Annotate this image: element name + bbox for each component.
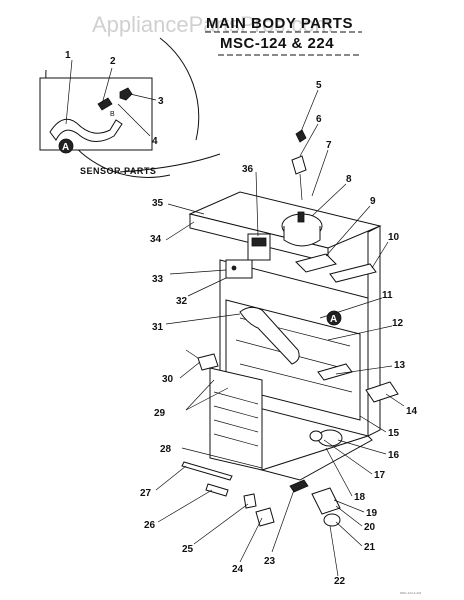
callout-24: 24 <box>232 564 244 575</box>
latch-plate <box>255 507 275 527</box>
sensor-parts-label: SENSOR PARTS <box>80 166 156 176</box>
callout-10: 10 <box>388 232 400 243</box>
callout-22: 22 <box>334 576 346 587</box>
callout-25: 25 <box>182 544 194 555</box>
sensor-badge-letter: A <box>62 142 69 153</box>
callout-18: 18 <box>354 492 366 503</box>
callout-31: 31 <box>152 322 164 333</box>
callout-4: 4 <box>152 136 158 147</box>
title-line-2: MSC-124 & 224 <box>220 35 334 52</box>
latch-bar <box>181 461 233 481</box>
callout-17: 17 <box>374 470 386 481</box>
capacitor <box>311 487 341 515</box>
callout-13: 13 <box>394 360 406 371</box>
callouts: 1 2 3 4 5 6 7 8 9 10 11 12 13 14 15 16 1… <box>65 50 418 587</box>
callout-20: 20 <box>364 522 376 533</box>
fan-motor-body <box>283 226 321 247</box>
callout-35: 35 <box>152 198 164 209</box>
relay-bracket <box>295 253 337 273</box>
callout-16: 16 <box>388 450 400 461</box>
leader-lines <box>65 59 405 577</box>
sensor-harness <box>49 118 123 142</box>
callout-6: 6 <box>316 114 322 125</box>
capacitor-ring <box>323 513 341 527</box>
transformer-core <box>251 237 267 247</box>
callout-36: 36 <box>242 164 254 175</box>
sensor-clip <box>97 97 113 111</box>
sensor-parts-inset: B A SENSOR PARTS <box>39 37 221 178</box>
fan-motor-shaft <box>297 211 305 223</box>
waveguide <box>239 306 300 365</box>
callout-11: 11 <box>382 290 393 301</box>
base-plate <box>260 435 373 481</box>
diagram-title: MAIN BODY PARTS MSC-124 & 224 <box>205 15 362 56</box>
callout-14: 14 <box>406 406 418 417</box>
sensor-element <box>119 87 133 101</box>
callout-30: 30 <box>162 374 174 385</box>
callout-15: 15 <box>388 428 400 439</box>
callout-28: 28 <box>160 444 172 455</box>
latch-hook <box>205 483 229 497</box>
callout-27: 27 <box>140 488 152 499</box>
sensor-badge-circle <box>58 138 74 154</box>
control-board-knob <box>231 265 237 271</box>
footer-code: MSC-124 & 224 <box>400 591 422 595</box>
cord-clip <box>295 129 307 143</box>
lamp-socket <box>291 155 307 175</box>
callout-34: 34 <box>150 234 162 245</box>
callout-1: 1 <box>65 50 71 61</box>
callout-7: 7 <box>326 140 332 151</box>
callout-26: 26 <box>144 520 156 531</box>
callout-3: 3 <box>158 96 164 107</box>
thermal-cutout <box>329 263 377 283</box>
sensor-letter: B <box>110 111 115 118</box>
callout-8: 8 <box>346 174 352 185</box>
title-line-1: MAIN BODY PARTS <box>206 15 353 32</box>
callout-32: 32 <box>176 296 188 307</box>
callout-29: 29 <box>154 408 166 419</box>
cabinet-assembly: A <box>181 129 399 527</box>
callout-5: 5 <box>316 80 322 91</box>
watermark: AppliancePartsPros.com <box>92 12 333 37</box>
interlock-switch <box>365 381 399 403</box>
lower-left-panel <box>209 367 263 471</box>
callout-21: 21 <box>364 542 376 553</box>
body-badge-letter: A <box>330 314 337 325</box>
callout-9: 9 <box>370 196 376 207</box>
fuse-cap <box>309 430 323 442</box>
callout-19: 19 <box>366 508 378 519</box>
high-voltage-diode <box>289 479 309 493</box>
callout-23: 23 <box>264 556 276 567</box>
callout-12: 12 <box>392 318 404 329</box>
callout-33: 33 <box>152 274 164 285</box>
callout-2: 2 <box>110 56 116 67</box>
control-board <box>225 259 253 279</box>
thermistor <box>197 353 219 371</box>
